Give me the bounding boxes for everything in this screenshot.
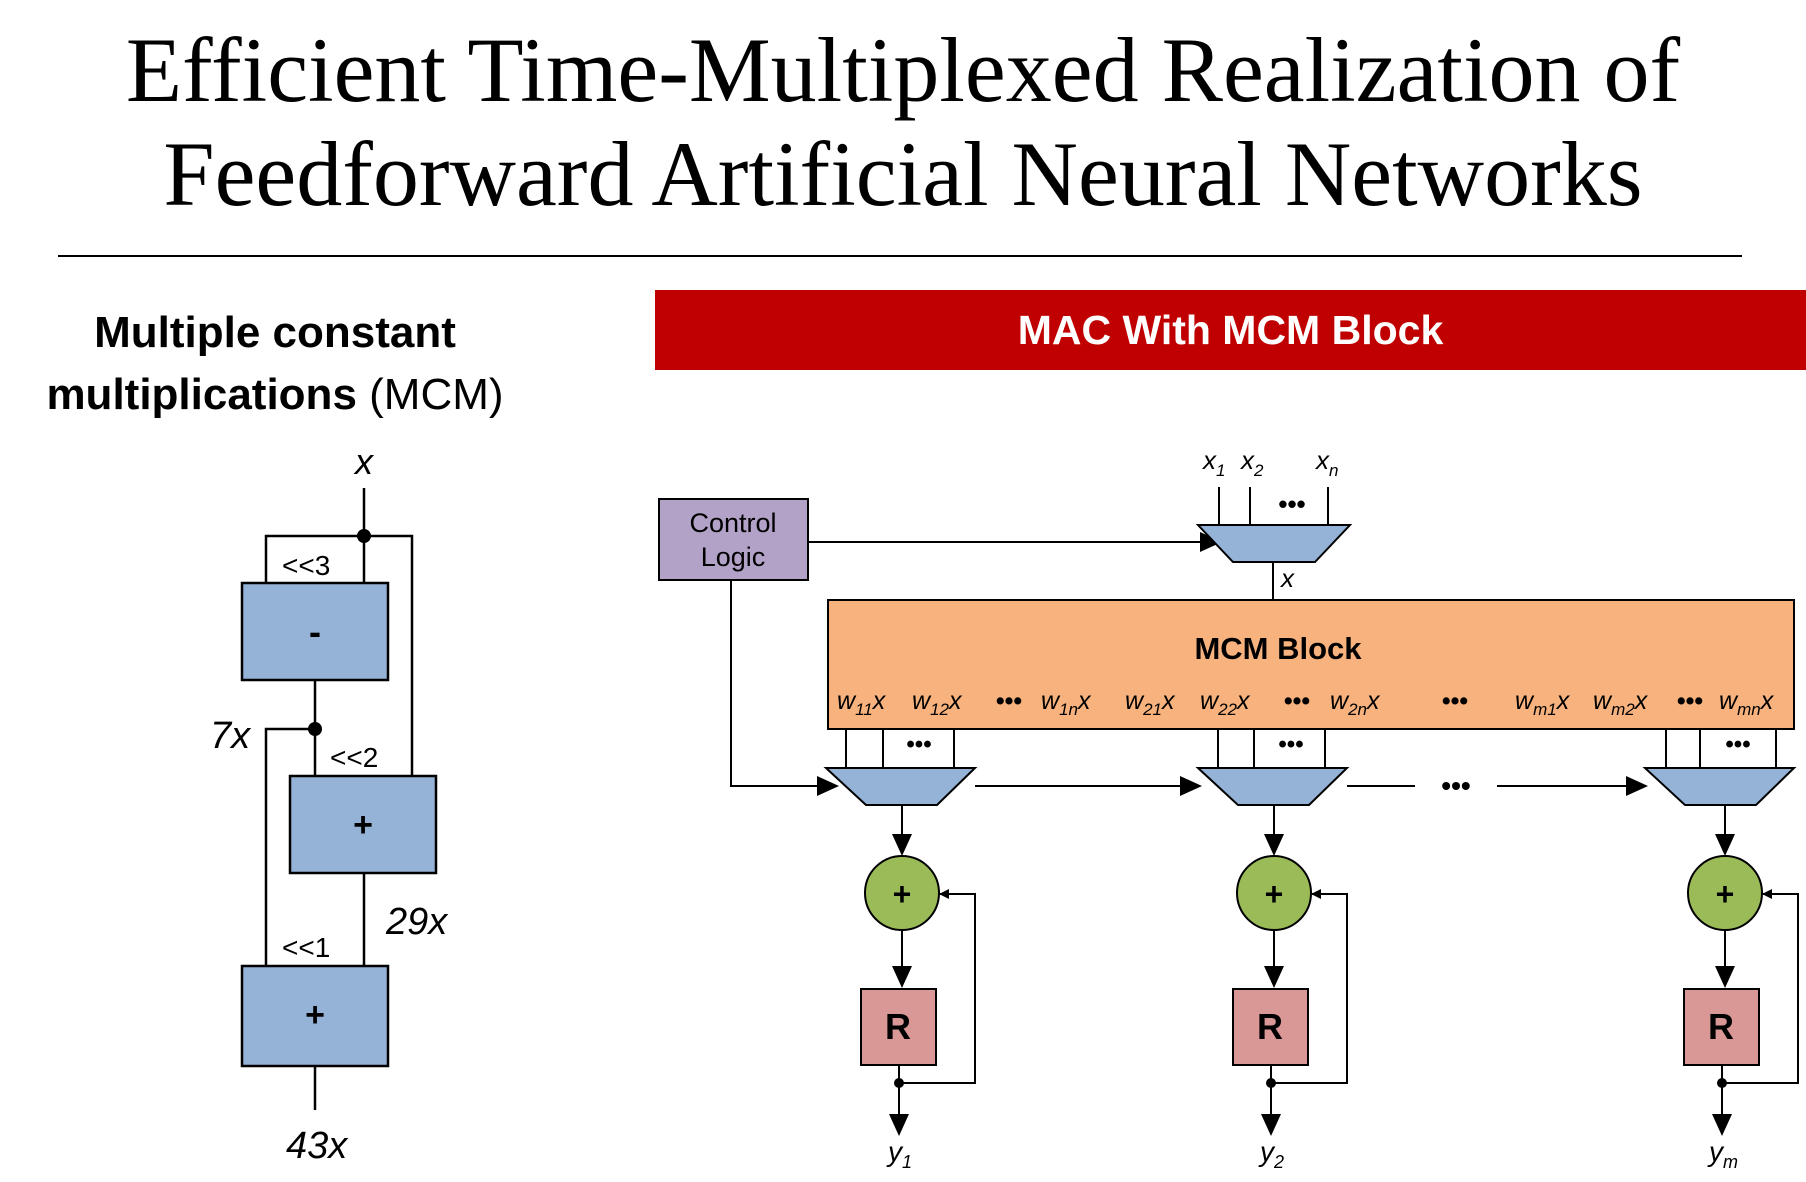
mcm-heading-line-2: multiplications [46, 370, 357, 419]
title-divider [58, 255, 1742, 257]
control-logic-label-1: Control [689, 508, 776, 538]
mux-1-ellipsis: ••• [906, 731, 931, 758]
mcm-output-wm2x: wm2x [1593, 687, 1649, 719]
subtractor-block [240, 581, 390, 682]
add-op-2: + [305, 996, 325, 1034]
register-label-m: R [1708, 1006, 1734, 1047]
mcm-output-ellipsis-2: ••• [1284, 687, 1310, 715]
mac-wiring [730, 487, 1648, 796]
adder-symbol-1: + [893, 876, 912, 912]
junction-dot [308, 722, 322, 736]
mcm-output-wm1x: wm1x [1515, 687, 1571, 719]
input-label-x2: x2 [1239, 445, 1264, 480]
mcm-block [827, 599, 1795, 730]
junction-dot [1266, 1078, 1276, 1088]
register-m [1683, 988, 1760, 1066]
adder-circle-m [1687, 855, 1763, 931]
add-op-1: + [353, 806, 373, 844]
mux-m-ellipsis: ••• [1725, 731, 1750, 758]
control-select-bus [730, 580, 839, 796]
mac-banner: MAC With MCM Block [655, 290, 1806, 370]
output-label-y1: y1 [886, 1136, 912, 1172]
select-bus-ellipsis: ••• [1441, 770, 1470, 801]
adder-symbol-2: + [1265, 876, 1284, 912]
subtract-op: - [309, 611, 321, 652]
output-label-y2: y2 [1258, 1136, 1284, 1172]
mcm-output-w21x: w21x [1125, 687, 1176, 719]
junction-dot [357, 529, 371, 543]
output-mux-m [1642, 767, 1797, 806]
label-7x: 7x [210, 715, 252, 757]
input-label-x1: x1 [1201, 445, 1225, 480]
junction-dot [1717, 1078, 1727, 1088]
input-mux-out-x: x [1279, 563, 1295, 593]
slide-title: Efficient Time-Multiplexed Realization o… [0, 18, 1806, 226]
mcm-input-x: x [353, 441, 375, 482]
register-1 [860, 988, 937, 1066]
mcm-output-ellipsis-1: ••• [996, 687, 1022, 715]
mcm-block-label: MCM Block [1194, 631, 1362, 666]
junction-dot [894, 1078, 904, 1088]
adder-circle-1 [864, 855, 940, 931]
mcm-heading-suffix: (MCM) [369, 370, 504, 419]
mcm-heading-line-1: Multiple constant [94, 308, 456, 357]
mac-banner-label: MAC With MCM Block [1017, 306, 1444, 353]
mcm-output-w2nx: w2nx [1330, 687, 1381, 719]
shift-2-label: <<2 [330, 742, 378, 773]
mcm-output-ellipsis-3: ••• [1677, 687, 1703, 715]
register-2 [1232, 988, 1309, 1066]
register-label-1: R [885, 1006, 911, 1047]
adder-circle-2 [1236, 855, 1312, 931]
adder-block-2 [240, 964, 390, 1068]
input-ellipsis: ••• [1278, 489, 1305, 519]
shift-1-label: <<1 [282, 932, 330, 963]
adder-block-1 [288, 774, 438, 875]
label-29x: 29x [385, 901, 449, 943]
wire-7x-bus [264, 727, 315, 966]
mcm-heading: Multiple constant multiplications (MCM) [10, 302, 540, 426]
mcm-output-ellipsis-groups: ••• [1442, 687, 1468, 715]
input-mux [1195, 524, 1353, 563]
register-label-2: R [1257, 1006, 1283, 1047]
mcm-output-w11x: w11x [837, 687, 887, 719]
output-label-ym: ym [1707, 1136, 1738, 1172]
shift-3-label: <<3 [282, 550, 330, 581]
output-mux-2 [1195, 767, 1350, 806]
output-mux-1 [823, 767, 978, 806]
wire-x-shift3 [264, 534, 364, 583]
accumulator-wiring [889, 805, 1799, 1136]
label-43x: 43x [286, 1125, 349, 1167]
mux-2-ellipsis: ••• [1278, 731, 1303, 758]
mcm-output-w12x: w12x [912, 687, 963, 719]
mcm-output-wmnx: wmnx [1719, 687, 1775, 719]
mcm-output-w22x: w22x [1200, 687, 1251, 719]
control-logic-block [658, 498, 809, 581]
wire-x-right-bus [364, 534, 414, 776]
adder-symbol-m: + [1716, 876, 1735, 912]
title-line-2: Feedforward Artificial Neural Networks [163, 123, 1643, 225]
title-line-1: Efficient Time-Multiplexed Realization o… [125, 19, 1681, 121]
control-logic-label-2: Logic [701, 542, 766, 572]
mcm-output-w1nx: w1nx [1041, 687, 1092, 719]
input-label-xn: xn [1314, 445, 1338, 480]
mcm-output-wires [845, 729, 1777, 768]
